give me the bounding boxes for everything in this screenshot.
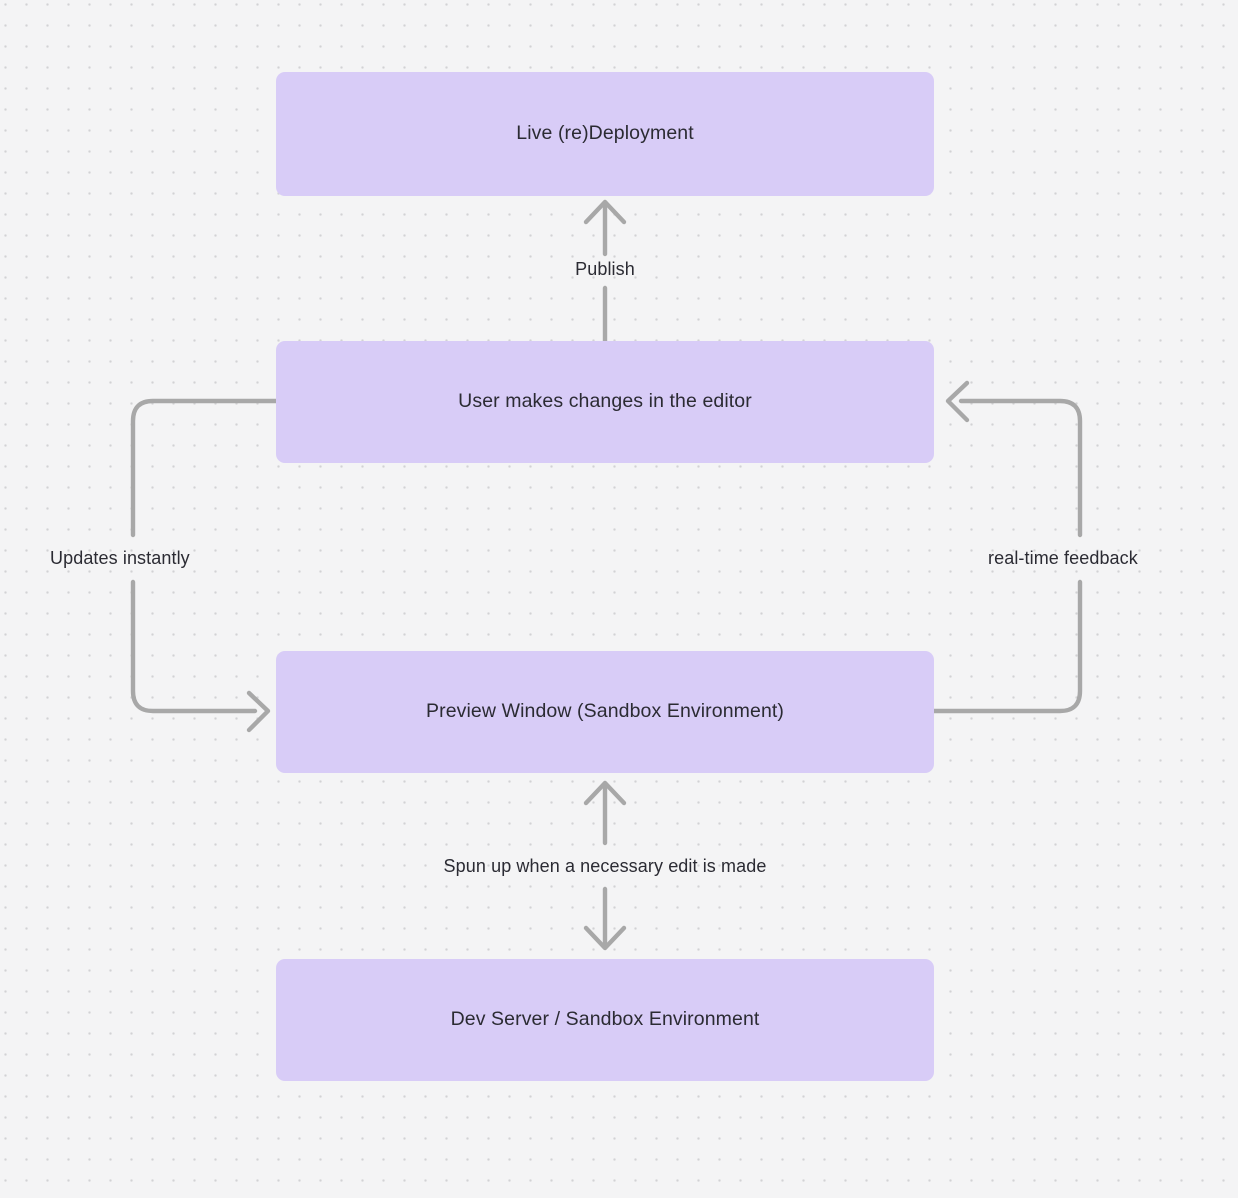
edge-label-updates-instantly: Updates instantly [50, 548, 190, 568]
node-label: Live (re)Deployment [516, 122, 694, 145]
node-preview-window[interactable]: Preview Window (Sandbox Environment) [276, 651, 934, 773]
edge-feedback-lower-segment [931, 579, 1083, 714]
edge-feedback-arrowhead [945, 380, 970, 423]
edge-feedback-upper-segment [958, 398, 1083, 538]
edge-updates-arrowhead [246, 690, 271, 733]
node-label: Dev Server / Sandbox Environment [450, 1008, 760, 1031]
edge-publish-arrowhead [583, 199, 627, 225]
node-user-makes-changes[interactable]: User makes changes in the editor [276, 341, 934, 463]
node-label: User makes changes in the editor [458, 390, 752, 413]
node-live-redeployment[interactable]: Live (re)Deployment [276, 72, 934, 196]
edge-label-real-time-feedback: real-time feedback [988, 548, 1138, 568]
edge-label-publish: Publish [575, 259, 635, 279]
edge-spunup-lower-arrowhead [583, 925, 627, 951]
edge-updates-lower-segment [130, 579, 258, 714]
edge-spunup-upper-arrowhead [583, 780, 627, 806]
node-label: Preview Window (Sandbox Environment) [426, 700, 784, 723]
edge-updates-upper-segment [130, 398, 279, 538]
edge-label-spun-up: Spun up when a necessary edit is made [443, 856, 767, 876]
node-dev-server[interactable]: Dev Server / Sandbox Environment [276, 959, 934, 1081]
